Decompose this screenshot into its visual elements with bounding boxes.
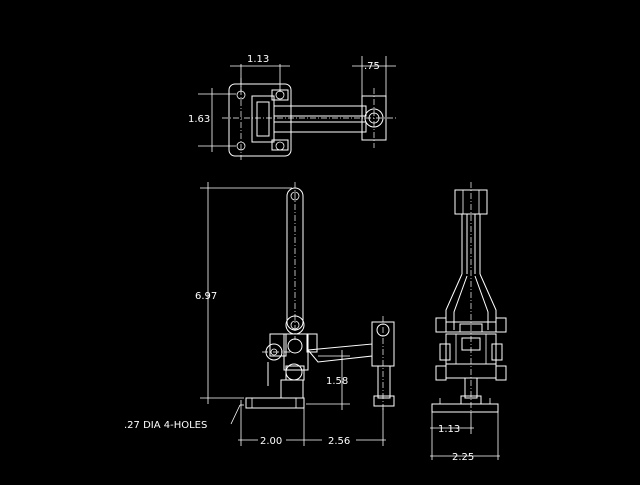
hole-callout: .27 DIA 4-HOLES — [124, 420, 207, 431]
dim-side-height: 6.97 — [195, 291, 217, 302]
top-view: 1.13 .75 1.63 — [188, 54, 398, 160]
dim-top-height: 1.63 — [188, 114, 210, 125]
dim-end-outer: 2.25 — [452, 452, 474, 463]
side-view: 6.97 1.58 .27 DIA 4-HOLES 2.00 2.56 — [124, 182, 395, 447]
dim-top-right: .75 — [364, 61, 380, 72]
end-view: 1.13 2.25 — [430, 182, 507, 463]
dim-top-width: 1.13 — [247, 54, 269, 65]
dim-end-inner: 1.13 — [438, 424, 460, 435]
dim-base-right: 2.56 — [328, 436, 350, 447]
dim-base-left: 2.00 — [260, 436, 282, 447]
dim-base-height: 1.58 — [326, 376, 348, 387]
